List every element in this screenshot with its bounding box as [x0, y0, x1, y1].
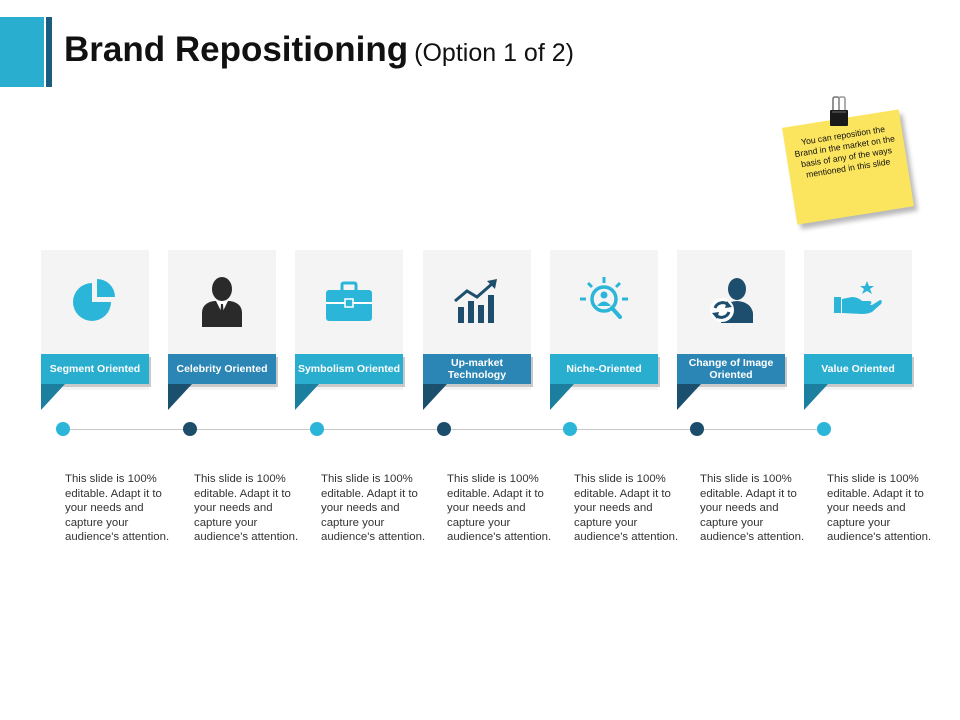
step-card-change-image: Change of Image Oriented	[677, 250, 785, 410]
step-label-band: Value Oriented	[804, 354, 912, 384]
step-label: Value Oriented	[821, 363, 895, 375]
step-card-segment: Segment Oriented	[41, 250, 149, 410]
title-accent-line	[46, 17, 52, 87]
step-description: This slide is 100% editable. Adapt it to…	[447, 473, 552, 543]
person-refresh-icon	[705, 275, 757, 327]
step-label-band: Symbolism Oriented	[295, 354, 403, 384]
step-label: Niche-Oriented	[566, 363, 642, 375]
timeline-dot	[817, 422, 831, 436]
timeline-dot	[56, 422, 70, 436]
binder-clip-icon	[830, 96, 848, 126]
step-description: This slide is 100% editable. Adapt it to…	[194, 473, 299, 543]
band-fold	[423, 384, 447, 410]
timeline-dot	[437, 422, 451, 436]
timeline-dot	[183, 422, 197, 436]
pie-chart-icon	[69, 275, 121, 327]
step-label-band: Niche-Oriented	[550, 354, 658, 384]
step-label: Change of Image Oriented	[688, 357, 774, 381]
step-description: This slide is 100% editable. Adapt it to…	[65, 473, 170, 543]
step-label-band: Segment Oriented	[41, 354, 149, 384]
title-text: Brand Repositioning	[64, 30, 409, 69]
step-card-celebrity: Celebrity Oriented	[168, 250, 276, 410]
target-search-icon	[578, 275, 630, 327]
step-label: Symbolism Oriented	[297, 363, 401, 375]
title-subtitle: (Option 1 of 2)	[414, 39, 574, 67]
step-label-band: Celebrity Oriented	[168, 354, 276, 384]
step-card-upmarket: Up-market Technology	[423, 250, 531, 410]
title-accent-block	[0, 17, 44, 87]
slide-title: Brand Repositioning(Option 1 of 2)	[64, 30, 574, 70]
step-description: This slide is 100% editable. Adapt it to…	[700, 473, 805, 543]
step-label-band: Up-market Technology	[423, 354, 531, 384]
timeline-dot	[690, 422, 704, 436]
band-fold	[295, 384, 319, 410]
step-label-band: Change of Image Oriented	[677, 354, 785, 384]
step-label: Celebrity Oriented	[176, 363, 268, 375]
timeline-dot	[310, 422, 324, 436]
step-card-niche: Niche-Oriented	[550, 250, 658, 410]
growth-chart-icon	[451, 275, 503, 327]
sticky-note-text: You can reposition the Brand in the mark…	[793, 123, 896, 180]
band-fold	[677, 384, 701, 410]
band-fold	[804, 384, 828, 410]
band-fold	[550, 384, 574, 410]
step-card-value: Value Oriented	[804, 250, 912, 410]
step-description: This slide is 100% editable. Adapt it to…	[321, 473, 426, 543]
businessman-icon	[196, 275, 248, 327]
timeline-dot	[563, 422, 577, 436]
step-description: This slide is 100% editable. Adapt it to…	[827, 473, 932, 543]
hand-star-icon	[832, 275, 884, 327]
band-fold	[41, 384, 65, 410]
step-label: Segment Oriented	[49, 363, 141, 375]
band-fold	[168, 384, 192, 410]
step-card-symbolism: Symbolism Oriented	[295, 250, 403, 410]
step-label: Up-market Technology	[447, 357, 507, 381]
briefcase-icon	[323, 275, 375, 327]
step-description: This slide is 100% editable. Adapt it to…	[574, 473, 679, 543]
